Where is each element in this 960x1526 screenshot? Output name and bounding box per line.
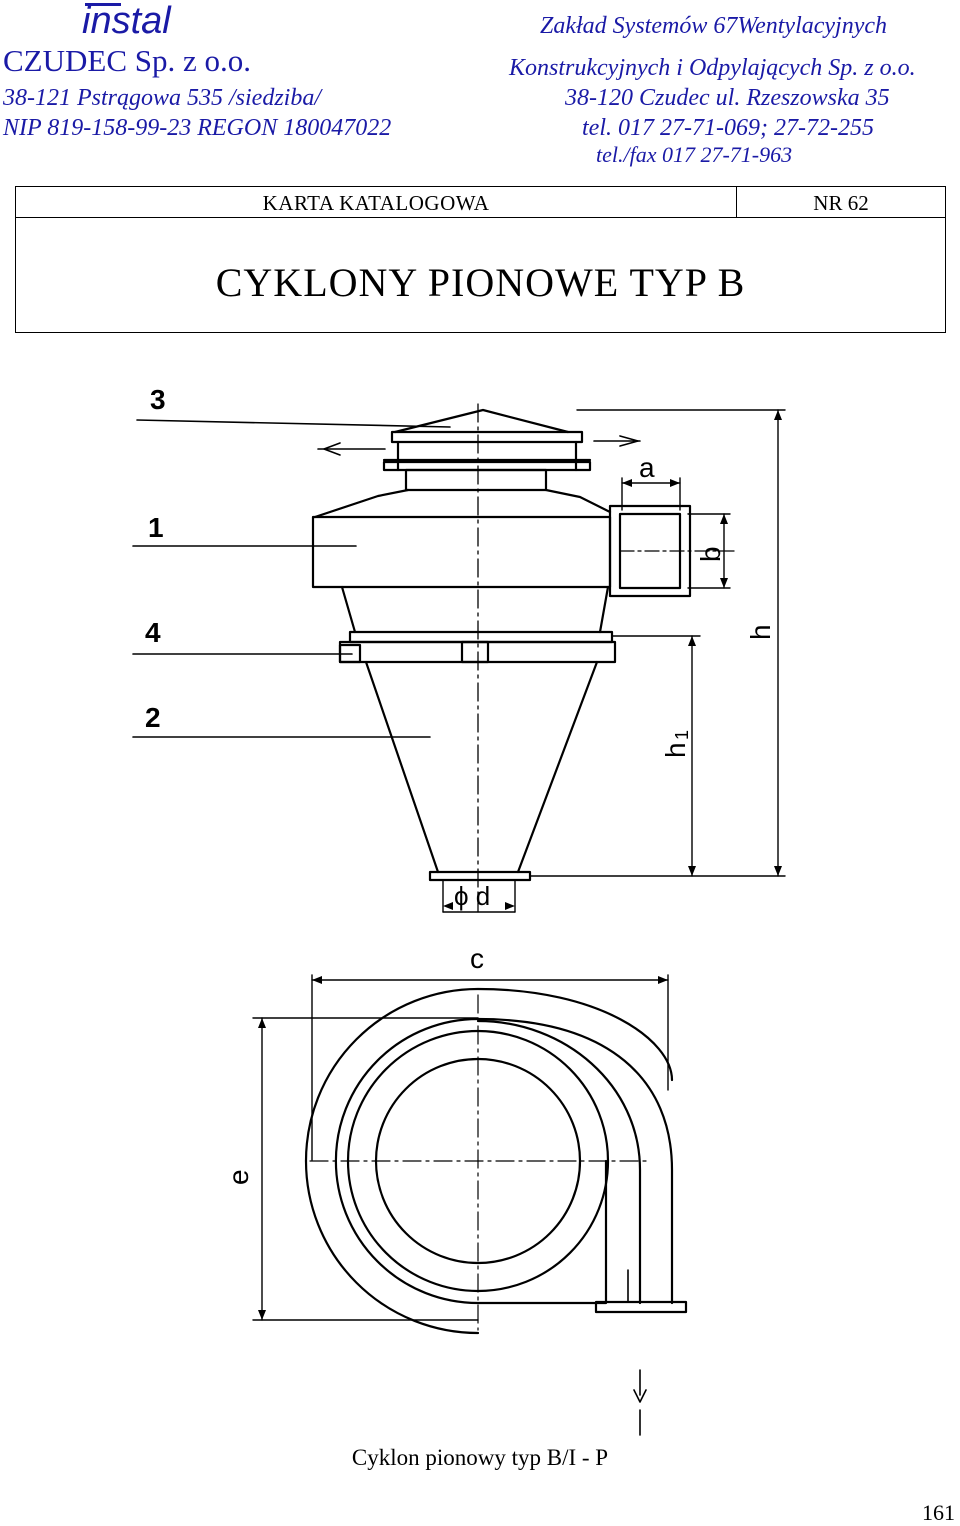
plan-inlet-flange (594, 1300, 688, 1314)
figure-caption: Cyklon pionowy typ B/I - P (351, 1445, 609, 1470)
company-name: CZUDEC Sp. z o.o. (3, 43, 251, 78)
partner-line-2: Konstrukcyjnych i Odpylających Sp. z o.o… (509, 55, 916, 81)
card-label: KARTA KATALOGOWA (262, 191, 490, 215)
plan-scroll-inner (476, 1019, 642, 1305)
catalog-card: KARTA KATALOGOWA NR 62 CYKLONY PIONOWE T… (15, 186, 946, 333)
part-label-3: 3 (150, 384, 166, 415)
company-ids: NIP 819-158-99-23 REGON 180047022 (3, 115, 392, 141)
cone-flange (348, 630, 614, 644)
cap-flange (382, 460, 592, 472)
card-title: CYKLONY PIONOWE TYP B (215, 260, 746, 305)
dim-label-h: h (745, 624, 776, 640)
plan-scroll-outer (476, 1017, 674, 1305)
dim-label-d: ϕ d (454, 881, 490, 911)
card-header-row: KARTA KATALOGOWA NR 62 (16, 187, 945, 218)
cap-brim (390, 430, 584, 444)
dim-label-a: a (639, 452, 655, 483)
plan-scroll-body (334, 1017, 608, 1305)
page-number: 161 (922, 1500, 955, 1525)
part-label-1: 1 (148, 512, 164, 543)
partner-phone: tel. 017 27-71-069; 27-72-255 (582, 115, 874, 141)
card-number: NR 62 (813, 191, 869, 215)
dim-label-h1-sub: 1 (672, 730, 692, 740)
part-label-4: 4 (145, 617, 161, 648)
outlet-pipe (404, 468, 548, 492)
card-divider (736, 187, 737, 217)
dim-label-h1: h (660, 742, 691, 758)
dim-label-c: c (470, 943, 484, 974)
logo-overline (85, 3, 121, 6)
dust-outlet-flange (428, 870, 532, 882)
company-logo: instal (82, 0, 171, 42)
cap-roof (393, 408, 570, 434)
dim-label-e: e (223, 1169, 254, 1185)
partner-address: 38-120 Czudec ul. Rzeszowska 35 (565, 85, 890, 111)
partner-fax: tel./fax 017 27-71-963 (596, 142, 793, 167)
company-address: 38-121 Pstrągowa 535 /siedziba/ (3, 85, 322, 111)
partner-line-1: Zakład Systemów 67Wentylacyjnych (540, 13, 888, 39)
part-label-2: 2 (145, 702, 161, 733)
dim-label-b: b (695, 546, 726, 562)
cyclone-body (311, 515, 612, 589)
